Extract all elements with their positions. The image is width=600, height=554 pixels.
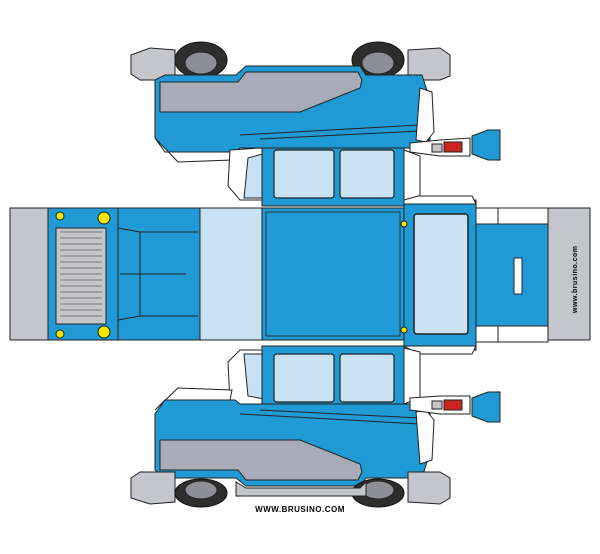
upper-front-wheel <box>174 41 228 79</box>
windshield <box>199 207 263 341</box>
license-plate-slot <box>513 257 523 295</box>
front-bumper-strip <box>9 207 49 341</box>
website-credit-bottom: WWW.BRUSINO.COM <box>255 505 345 514</box>
trunk <box>475 223 549 327</box>
upper-tail-part <box>409 129 501 161</box>
lower-side-panel <box>130 387 451 508</box>
website-credit-side: www.brusino.com <box>572 245 579 313</box>
center-strip <box>9 195 591 355</box>
headlight-bottom-small <box>55 329 65 339</box>
upper-rear-window <box>339 149 395 199</box>
lower-front-window <box>273 353 335 403</box>
headlight-top-small <box>55 211 65 221</box>
lower-tail-part <box>409 391 501 423</box>
upper-gray-trim <box>159 71 363 113</box>
rear-lamp-top <box>400 220 408 228</box>
rear-bumper-strip <box>547 207 591 341</box>
upper-front-window <box>273 149 335 199</box>
rear-lamp-bottom <box>400 326 408 334</box>
lower-cabin <box>227 345 421 407</box>
headlight-bottom-large <box>97 325 111 339</box>
lower-front-bumper <box>130 471 176 505</box>
upper-side-panel <box>130 41 451 163</box>
upper-rear-lamp-flap <box>415 87 435 143</box>
lower-gray-trim <box>159 439 363 481</box>
lower-rear-bumper <box>407 471 451 505</box>
upper-rear-wheel <box>351 41 405 79</box>
headlight-top-large <box>97 211 111 225</box>
upper-cabin <box>227 147 421 207</box>
lower-front-wheel <box>174 478 228 508</box>
rear-window <box>413 213 469 335</box>
roof <box>261 207 405 341</box>
lower-rear-window <box>339 353 395 403</box>
